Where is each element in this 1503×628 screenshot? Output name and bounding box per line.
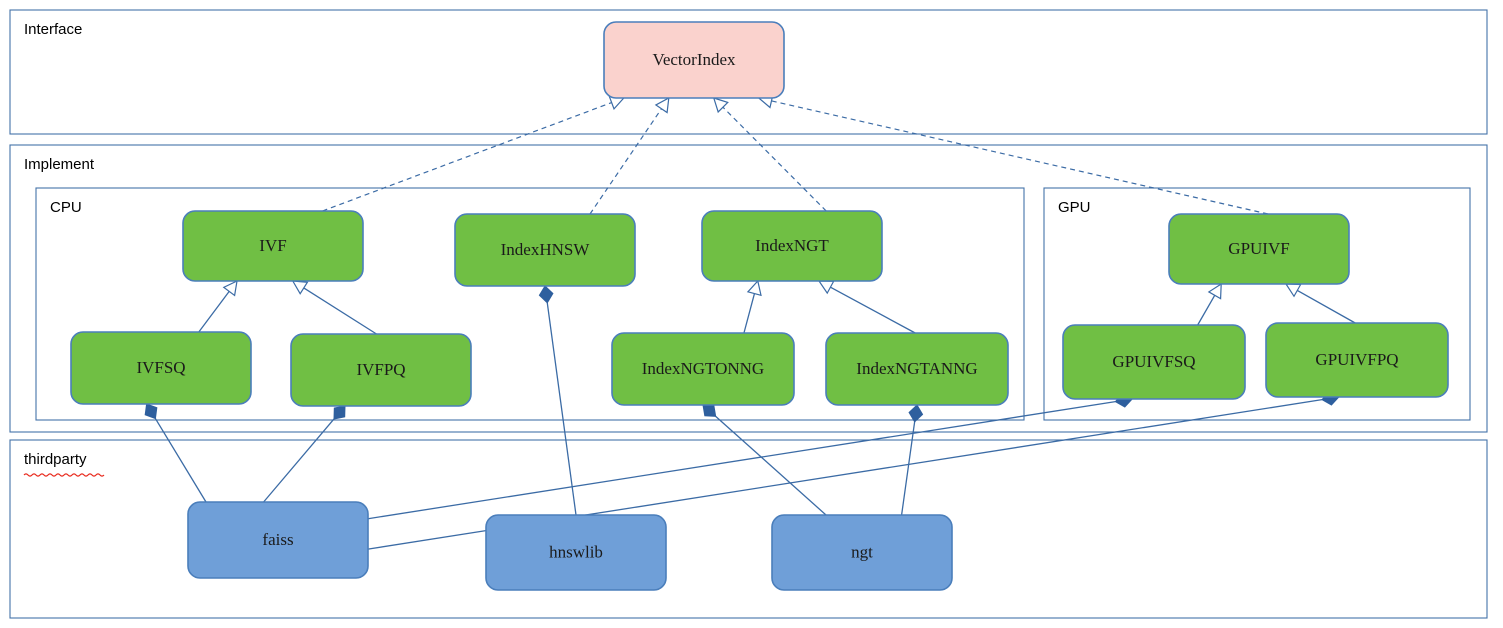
node-label-vectorindex: VectorIndex bbox=[652, 50, 736, 69]
node-vectorindex[interactable]: VectorIndex bbox=[603, 21, 785, 99]
node-label-indexngtanng: IndexNGTANNG bbox=[856, 359, 977, 378]
node-gpuivf[interactable]: GPUIVF bbox=[1168, 213, 1350, 285]
node-rect-faiss[interactable] bbox=[187, 501, 369, 579]
edge-ivfpq-faiss bbox=[263, 405, 346, 503]
node-label-ivfpq: IVFPQ bbox=[356, 360, 405, 379]
group-label-implement: Implement bbox=[24, 156, 95, 173]
node-faiss[interactable]: faiss bbox=[187, 501, 369, 579]
edge-line bbox=[154, 418, 207, 503]
spellcheck-underline-thirdparty bbox=[23, 473, 105, 477]
edge-indexhnsw-hnswlib bbox=[538, 285, 577, 516]
node-label-indexhnsw: IndexHNSW bbox=[501, 240, 591, 259]
node-ngt[interactable]: ngt bbox=[771, 514, 953, 591]
node-indexngt[interactable]: IndexNGT bbox=[701, 210, 883, 282]
edge-line bbox=[1197, 294, 1216, 326]
edge-ngtonng-indexngt bbox=[743, 279, 762, 334]
spellcheck-underlines bbox=[23, 473, 105, 477]
generalization-arrow-marker bbox=[1207, 282, 1222, 300]
generalization-arrow-marker bbox=[746, 279, 762, 297]
edge-gpuivfsq-gpuivf bbox=[1197, 282, 1222, 326]
node-rect-vectorindex[interactable] bbox=[603, 21, 785, 99]
node-indexngtonng[interactable]: IndexNGTONNG bbox=[611, 332, 795, 406]
edge-line bbox=[1297, 289, 1356, 324]
composition-diamond-marker bbox=[538, 285, 554, 304]
edge-line bbox=[198, 291, 230, 333]
node-gpuivfsq[interactable]: GPUIVFSQ bbox=[1062, 324, 1246, 400]
realization-arrow-marker bbox=[712, 97, 729, 114]
edge-line bbox=[743, 293, 756, 334]
node-rect-indexhnsw[interactable] bbox=[454, 213, 636, 287]
node-rect-gpuivfsq[interactable] bbox=[1062, 324, 1246, 400]
node-rect-ngt[interactable] bbox=[771, 514, 953, 591]
node-label-ivfsq: IVFSQ bbox=[136, 358, 185, 377]
edges bbox=[144, 93, 1356, 550]
edge-line bbox=[367, 400, 1116, 520]
node-rect-ivfpq[interactable] bbox=[290, 333, 472, 407]
group-label-cpu: CPU bbox=[50, 199, 82, 216]
realization-arrow-marker bbox=[654, 96, 670, 114]
node-label-gpuivf: GPUIVF bbox=[1228, 239, 1289, 258]
edge-line bbox=[322, 102, 612, 212]
edge-line bbox=[900, 421, 916, 516]
node-rect-gpuivf[interactable] bbox=[1168, 213, 1350, 285]
edge-line bbox=[303, 287, 377, 335]
edge-ngtanng-ngt bbox=[900, 404, 924, 516]
composition-diamond-marker bbox=[908, 404, 924, 423]
group-label-interface: Interface bbox=[24, 21, 82, 38]
composition-diamond-marker bbox=[144, 403, 158, 420]
composition-diamond-marker bbox=[333, 405, 346, 420]
node-rect-ivf[interactable] bbox=[182, 210, 364, 282]
edge-indexngt-vectorindex bbox=[712, 97, 827, 212]
edge-line bbox=[715, 415, 827, 516]
group-label-gpu: GPU bbox=[1058, 199, 1091, 216]
node-label-faiss: faiss bbox=[262, 530, 293, 549]
edge-line bbox=[722, 106, 827, 212]
edge-line bbox=[830, 286, 916, 334]
generalization-arrow-marker bbox=[222, 279, 238, 297]
edge-ivfsq-ivf bbox=[198, 279, 238, 333]
edge-line bbox=[771, 100, 1269, 215]
node-label-ngt: ngt bbox=[851, 542, 873, 561]
node-gpuivfpq[interactable]: GPUIVFPQ bbox=[1265, 322, 1449, 398]
node-label-hnswlib: hnswlib bbox=[549, 542, 603, 561]
node-ivfpq[interactable]: IVFPQ bbox=[290, 333, 472, 407]
node-label-indexngt: IndexNGT bbox=[755, 236, 829, 255]
node-hnswlib[interactable]: hnswlib bbox=[485, 514, 667, 591]
node-rect-indexngtanng[interactable] bbox=[825, 332, 1009, 406]
node-indexngtanng[interactable]: IndexNGTANNG bbox=[825, 332, 1009, 406]
node-rect-hnswlib[interactable] bbox=[485, 514, 667, 591]
node-label-gpuivfsq: GPUIVFSQ bbox=[1112, 352, 1195, 371]
node-rect-gpuivfpq[interactable] bbox=[1265, 322, 1449, 398]
node-rect-ivfsq[interactable] bbox=[70, 331, 252, 405]
composition-diamond-marker bbox=[702, 404, 717, 417]
edge-line bbox=[263, 418, 335, 503]
node-rect-indexngtonng[interactable] bbox=[611, 332, 795, 406]
node-label-ivf: IVF bbox=[259, 236, 286, 255]
node-label-indexngtonng: IndexNGTONNG bbox=[642, 359, 764, 378]
edge-line bbox=[546, 302, 577, 516]
node-indexhnsw[interactable]: IndexHNSW bbox=[454, 213, 636, 287]
group-label-thirdparty: thirdparty bbox=[24, 451, 87, 468]
node-ivfsq[interactable]: IVFSQ bbox=[70, 331, 252, 405]
edge-line bbox=[589, 108, 662, 215]
node-label-gpuivfpq: GPUIVFPQ bbox=[1315, 350, 1398, 369]
node-rect-indexngt[interactable] bbox=[701, 210, 883, 282]
node-ivf[interactable]: IVF bbox=[182, 210, 364, 282]
edge-indexhnsw-vectorindex bbox=[589, 96, 670, 215]
edge-ivfsq-faiss bbox=[144, 403, 207, 503]
